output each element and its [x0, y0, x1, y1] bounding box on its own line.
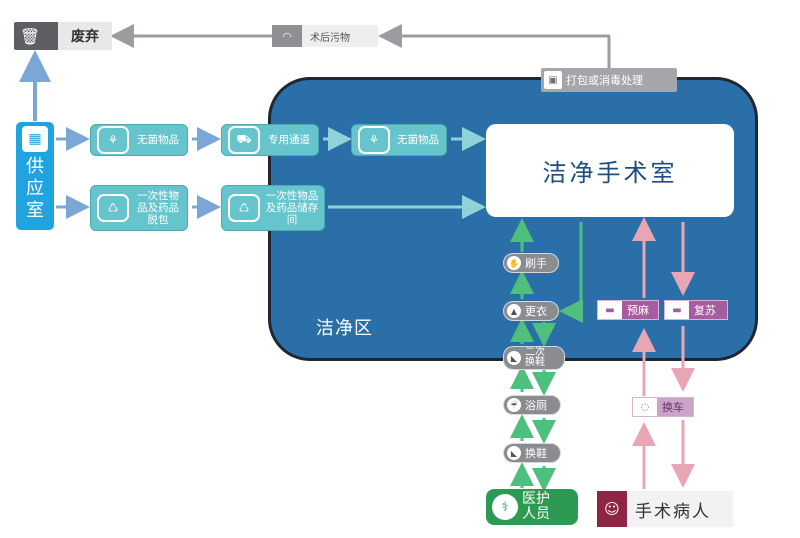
shower-icon: ☔: [507, 398, 521, 412]
change-clothes-label: 更衣: [525, 305, 547, 318]
disposable-unpack-label: 一次性物品及药品脱包: [137, 190, 179, 226]
scrub-hands-label: 刷手: [525, 257, 547, 270]
recycle-icon: ♺: [228, 194, 260, 222]
clean-zone-label: 洁净区: [316, 318, 373, 339]
boxes-icon: ▦: [22, 126, 48, 152]
recycle-icon: ♺: [97, 194, 129, 222]
sterile-items-2-node: ⚘ 无菌物品: [351, 124, 447, 156]
change-shoes-node: ◣ 换鞋: [503, 443, 561, 463]
cart-icon: ⛟: [228, 126, 260, 154]
surgical-patient-node: ☺ 手术病人: [597, 491, 733, 527]
bath-label: 浴厕: [525, 399, 547, 412]
second-shoe-change-label: 二次换鞋: [525, 347, 545, 368]
stretcher-icon: ◌: [633, 398, 657, 416]
scrub-hands-node: ✋ 刷手: [503, 253, 559, 273]
bed-icon: ▬: [665, 301, 689, 319]
sterile-icon: ⚘: [358, 126, 390, 154]
change-clothes-node: ▲ 更衣: [503, 301, 559, 321]
shoe-icon: ◣: [507, 446, 521, 460]
sterile-icon: ⚘: [97, 126, 129, 154]
patient-icon: ☺: [597, 491, 627, 527]
sterile-items-2-label: 无菌物品: [397, 134, 439, 146]
supply-room-node: ▦ 供应室: [16, 122, 54, 230]
dedicated-channel-node: ⛟ 专用通道: [221, 124, 319, 156]
pack-disinfect-node: ▣ 打包或消毒处理: [541, 68, 677, 92]
shirt-icon: ▲: [507, 304, 521, 318]
change-vehicle-label: 换车: [662, 401, 684, 414]
waste-bin-icon: ◠: [272, 25, 302, 47]
discard-node: 🗑 废弃: [14, 22, 112, 50]
post-op-waste-node: ◠ 术后污物: [272, 25, 378, 47]
operating-room: 洁净手术室: [486, 124, 734, 217]
change-vehicle-node: ◌ 换车: [632, 397, 694, 417]
pack-disinfect-label: 打包或消毒处理: [566, 74, 643, 87]
medical-staff-node: ⚕ 医护人员: [486, 489, 578, 525]
recovery-label: 复苏: [694, 304, 716, 317]
medical-staff-label: 医护人员: [522, 491, 550, 522]
doctor-icon: ⚕: [492, 494, 518, 520]
bath-node: ☔ 浴厕: [503, 395, 561, 415]
shoe-icon: ◣: [507, 351, 521, 365]
change-shoes-label: 换鞋: [525, 447, 547, 460]
trash-icon: 🗑: [19, 26, 41, 46]
dedicated-channel-label: 专用通道: [268, 134, 310, 146]
sterile-items-label: 无菌物品: [137, 134, 179, 146]
operating-room-label: 洁净手术室: [542, 159, 678, 187]
sterile-items-node: ⚘ 无菌物品: [90, 124, 188, 156]
discard-label: 废弃: [58, 22, 112, 50]
hand-icon: ✋: [507, 256, 521, 270]
disposable-storage-label: 一次性物品及药品储存间: [265, 190, 319, 226]
bed-icon: ▬: [598, 301, 622, 319]
recovery-node: ▬ 复苏: [664, 300, 728, 320]
package-icon: ▣: [544, 71, 562, 89]
surgical-patient-label: 手术病人: [635, 501, 711, 522]
second-shoe-change-node: ◣ 二次换鞋: [503, 346, 565, 370]
supply-room-label: 供应室: [26, 156, 44, 221]
pre-anesthesia-label: 预麻: [627, 304, 649, 317]
disposable-unpack-node: ♺ 一次性物品及药品脱包: [90, 185, 188, 231]
staff-exit-path: [559, 222, 583, 323]
pre-anesthesia-node: ▬ 预麻: [597, 300, 659, 320]
disposable-storage-node: ♺ 一次性物品及药品储存间: [221, 185, 325, 231]
post-op-waste-label: 术后污物: [310, 32, 350, 44]
